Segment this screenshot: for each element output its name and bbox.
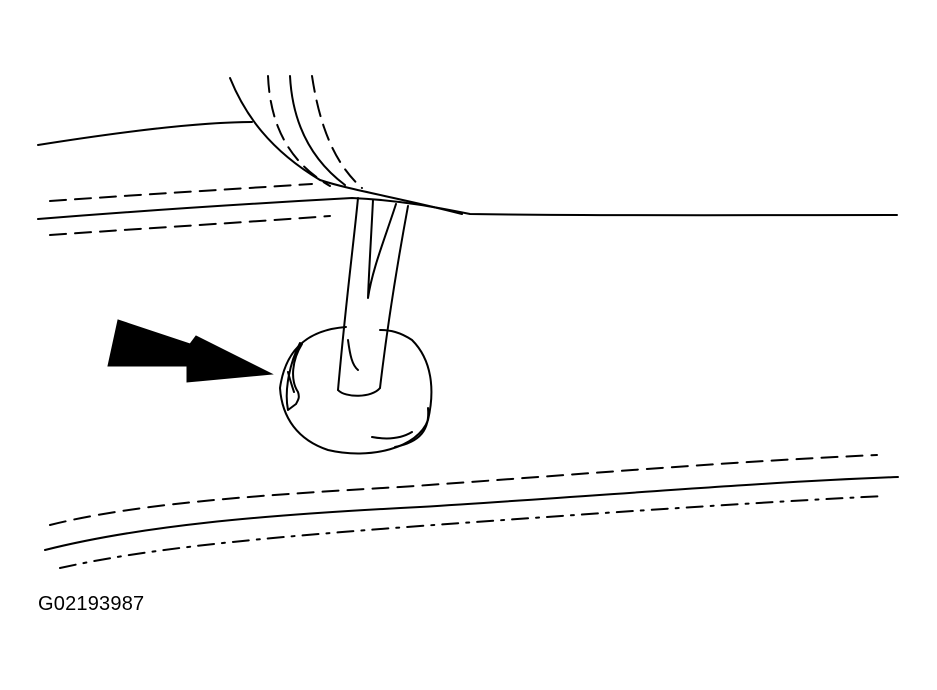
- sleeve-top-face: [279, 326, 433, 455]
- seatback-seam-lower: [49, 215, 331, 236]
- guide-sleeve: [279, 326, 433, 455]
- seat-lower-contour: [44, 454, 899, 569]
- post-base: [337, 387, 381, 397]
- sleeve-highlight: [371, 431, 413, 440]
- seatback-outline-upper: [37, 121, 253, 146]
- figure-id-label: G02193987: [38, 593, 145, 615]
- cushion-seam-lower: [59, 495, 886, 569]
- post-right-edge: [379, 205, 409, 389]
- arrow-icon: [107, 319, 274, 383]
- headrest-post: [337, 197, 409, 397]
- post-inner-slot: [367, 199, 397, 299]
- cushion-edge: [44, 476, 899, 551]
- sleeve-tab-notch: [287, 371, 295, 393]
- seatback-top-edge: [37, 197, 898, 220]
- headrest-seam-outer: [311, 75, 363, 189]
- headrest-outline: [229, 77, 463, 215]
- headrest-fold-line: [289, 75, 346, 186]
- pointer-arrow: [107, 319, 274, 383]
- sleeve-lower-rim: [394, 407, 430, 448]
- headrest-seam-inner: [267, 75, 331, 187]
- seatback-top-contour: [37, 121, 898, 236]
- cushion-seam-upper: [49, 454, 878, 526]
- seatback-seam-upper: [49, 183, 313, 202]
- headrest-cushion: [229, 75, 463, 215]
- post-left-edge: [337, 197, 359, 391]
- post-shadow-line: [347, 339, 359, 371]
